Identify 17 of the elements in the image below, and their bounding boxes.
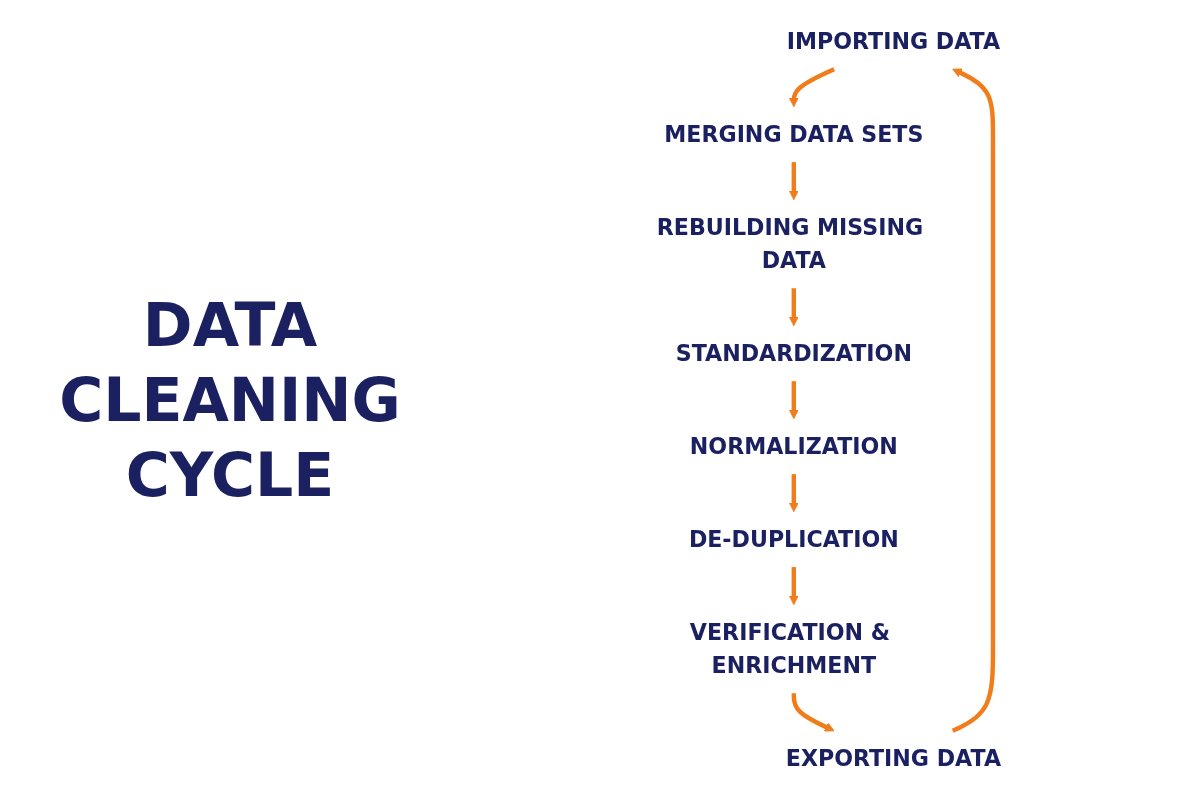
arrow bbox=[788, 381, 799, 420]
step-label: NORMALIZATION bbox=[689, 433, 898, 460]
step-label: MERGING DATA SETS bbox=[663, 121, 923, 148]
step-label: STANDARDIZATION bbox=[675, 340, 912, 367]
arrow bbox=[951, 68, 995, 733]
arrow bbox=[788, 567, 799, 606]
step-label: REBUILDING MISSING DATA bbox=[656, 214, 923, 274]
arrow bbox=[791, 693, 835, 732]
step-label: VERIFICATION & ENRICHMENT bbox=[689, 619, 890, 679]
arrow bbox=[788, 162, 799, 201]
step-label: DE-DUPLICATION bbox=[688, 526, 899, 553]
arrow bbox=[788, 474, 799, 513]
step-label: EXPORTING DATA bbox=[785, 745, 1001, 772]
arrow bbox=[788, 288, 799, 327]
step-label: IMPORTING DATA bbox=[786, 28, 1000, 55]
arrow bbox=[788, 67, 835, 108]
diagram-title: DATA CLEANING CYCLE bbox=[58, 288, 402, 512]
